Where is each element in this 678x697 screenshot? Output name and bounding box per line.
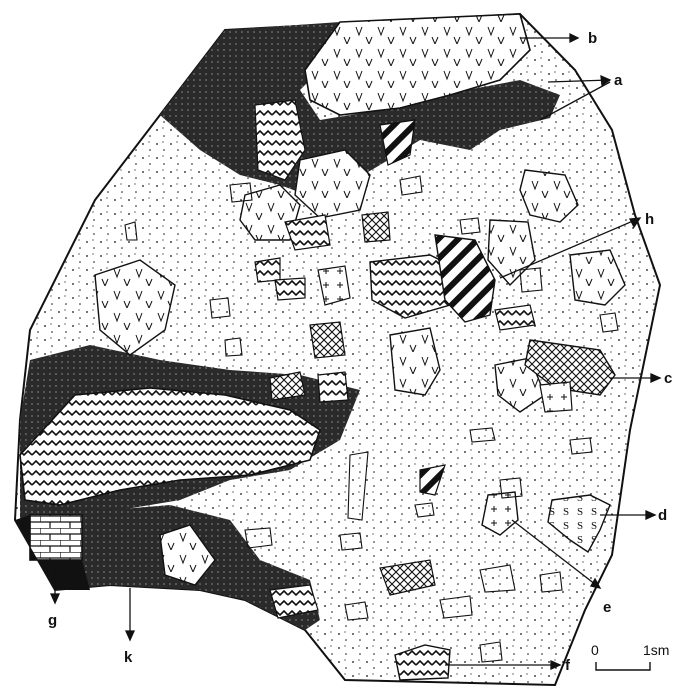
label-g: g bbox=[48, 612, 57, 629]
clast-crosshatch bbox=[362, 212, 390, 242]
clast-zigzag bbox=[275, 278, 305, 300]
label-k: k bbox=[124, 649, 133, 666]
clast-zigzag bbox=[495, 305, 535, 330]
clast-granite bbox=[540, 382, 572, 412]
scale-bar: 0 1sm bbox=[591, 642, 669, 670]
label-c: c bbox=[664, 370, 672, 387]
clast-crosshatch bbox=[310, 322, 345, 358]
label-d: d bbox=[658, 507, 667, 524]
label-b: b bbox=[588, 30, 597, 47]
scale-zero: 0 bbox=[591, 642, 599, 658]
label-f: f bbox=[565, 657, 571, 674]
label-h: h bbox=[645, 211, 654, 228]
label-a: a bbox=[614, 72, 623, 89]
scale-unit: 1sm bbox=[643, 642, 669, 658]
clast-g bbox=[30, 515, 82, 560]
clast-zigzag bbox=[255, 258, 280, 282]
clast-zigzag bbox=[318, 372, 348, 402]
label-e: e bbox=[603, 599, 611, 616]
